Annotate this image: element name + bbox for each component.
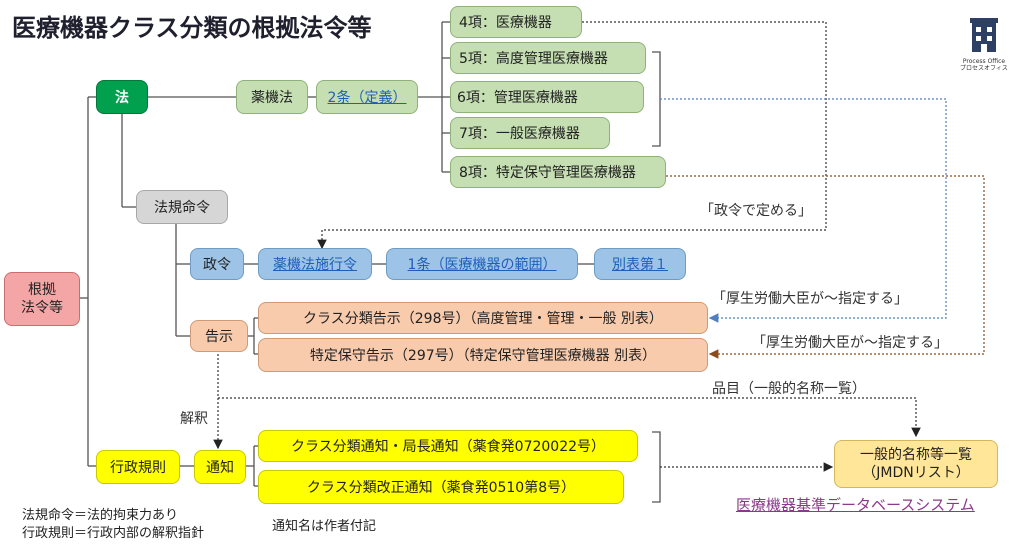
building-icon [970, 18, 998, 52]
yakki-law-node: 薬機法 [236, 80, 308, 114]
item6-node: 6項：管理医療機器 [450, 81, 644, 113]
kokuji-class-node: クラス分類告示（298号）（高度管理・管理・一般 別表） [258, 302, 708, 334]
kokuji-node: 告示 [190, 320, 248, 352]
process-office-logo: Process Office プロセスオフィス [956, 14, 1012, 72]
article1-link[interactable]: 1条（医療機器の範囲） [386, 248, 578, 280]
admin-rule-node: 行政規則 [96, 450, 180, 484]
shikorei-label[interactable]: 薬機法施行令 [273, 257, 357, 273]
beppyo-label[interactable]: 別表第１ [612, 257, 668, 273]
article1-label[interactable]: 1条（医療機器の範囲） [407, 257, 557, 273]
kaishaku-label: 解釈 [180, 411, 208, 427]
seirei-node: 政令 [190, 248, 244, 280]
page-title: 医療機器クラス分類の根拠法令等 [12, 14, 372, 42]
regulation-node: 法規命令 [136, 190, 228, 224]
root-node: 根拠 法令等 [4, 272, 80, 326]
jmdn-list-node: 一般的名称等一覧 （JMDNリスト） [834, 440, 998, 488]
jmdn-line1: 一般的名称等一覧 [860, 447, 972, 463]
article2-label[interactable]: 2条（定義） [327, 90, 407, 106]
tsuchi-class-node: クラス分類通知・局長通知（薬食発0720022号） [258, 430, 638, 462]
item5-node: 5項：高度管理医療機器 [450, 42, 646, 74]
tsuchi-kaisei-node: クラス分類改正通知（薬食発0510第8号） [258, 470, 624, 504]
tsuchi-node: 通知 [194, 450, 246, 484]
item4-node: 4項：医療機器 [450, 6, 582, 38]
admin-interpretation-note: 行政規則＝行政内部の解釈指針 [22, 526, 205, 541]
seirei-defines-label: 「政令で定める」 [700, 203, 812, 219]
shikorei-link[interactable]: 薬機法施行令 [258, 248, 372, 280]
hinmoku-label: 品目（一般的名称一覧） [712, 381, 866, 397]
minister-designates-label-2: 「厚生労働大臣が～指定する」 [752, 335, 948, 351]
author-note: 通知名は作者付記 [272, 519, 377, 534]
minister-designates-label-1: 「厚生労働大臣が～指定する」 [712, 291, 908, 307]
kokuji-tokutei-node: 特定保守告示（297号）（特定保守管理医療機器 別表） [258, 338, 708, 372]
item7-node: 7項：一般医療機器 [450, 117, 610, 149]
database-link[interactable]: 医療機器基準データベースシステム [736, 496, 975, 514]
jmdn-line2: （JMDNリスト） [862, 465, 970, 481]
beppyo-link[interactable]: 別表第１ [594, 248, 686, 280]
logo-text: Process Office プロセスオフィス [960, 58, 1008, 72]
item8-node: 8項：特定保守管理医療機器 [450, 156, 666, 188]
article2-link[interactable]: 2条（定義） [316, 80, 418, 114]
legal-binding-note: 法規命令＝法的拘束力あり [22, 508, 179, 523]
law-node: 法 [96, 80, 148, 114]
